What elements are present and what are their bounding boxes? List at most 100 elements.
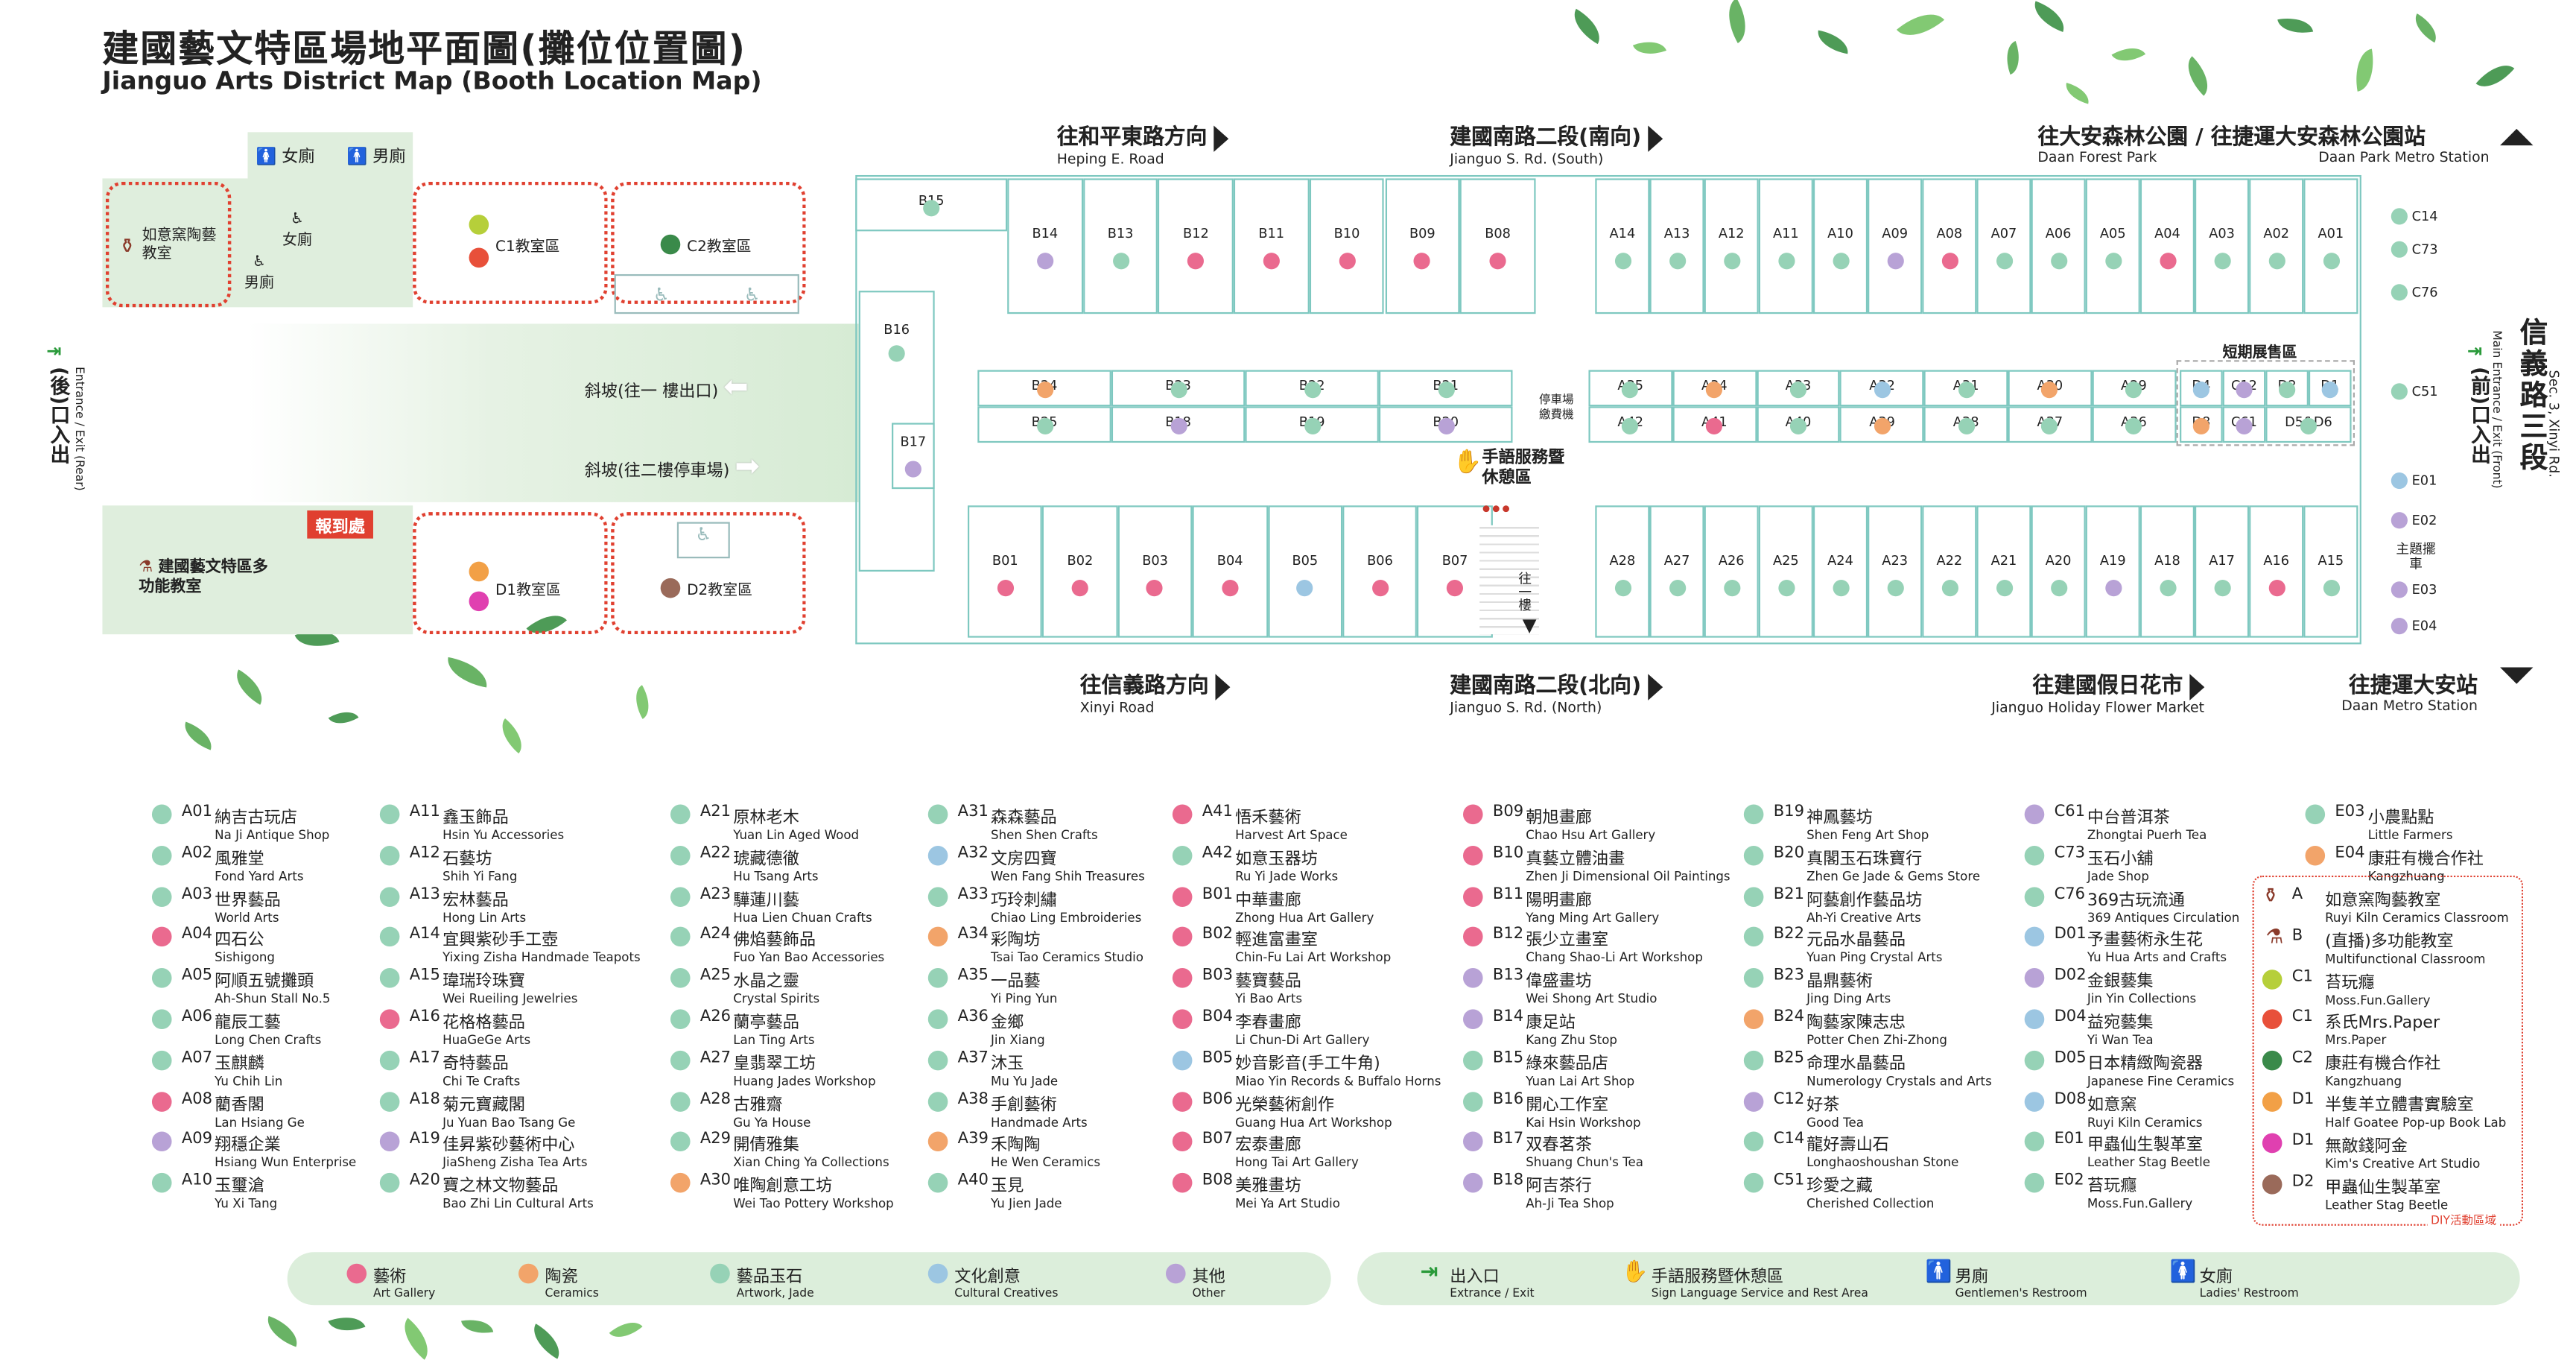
booth-a24[interactable]: A24 [1812,505,1868,638]
booth-b01[interactable]: B01 [967,505,1043,638]
booth-b15[interactable]: B15 [855,178,1008,232]
booth-b10[interactable]: B10 [1309,178,1385,314]
booth-b04[interactable]: B04 [1192,505,1268,638]
booth-a29[interactable]: A29 [2092,370,2176,407]
booth-c51[interactable]: C51 [2391,383,2438,400]
booth-e01[interactable]: E01 [2391,472,2437,490]
booth-b09[interactable]: B09 [1384,178,1460,314]
booth-b18[interactable]: B18 [1111,406,1246,443]
booth-dot [1437,417,1454,434]
booth-e02[interactable]: E02 [2391,512,2437,529]
booth-a18[interactable]: A18 [2139,505,2195,638]
booth-a22[interactable]: A22 [1922,505,1977,638]
booth-b20[interactable]: B20 [1378,406,1513,443]
booth-a31[interactable]: A31 [1923,370,2008,407]
legend-dot [1743,1132,1764,1152]
booth-a08[interactable]: A08 [1922,178,1977,314]
legend-dot [151,1091,172,1111]
booth-b14[interactable]: B14 [1007,178,1083,314]
booth-a35[interactable]: A35 [1588,370,1673,407]
booth-a37[interactable]: A37 [2008,406,2093,443]
booth-b17[interactable]: B17 [892,423,935,490]
booth-a23[interactable]: A23 [1868,505,1923,638]
booth-a20[interactable]: A20 [2031,505,2086,638]
legend-dot [927,1173,948,1193]
booth-b11[interactable]: B11 [1234,178,1310,314]
booth-a30[interactable]: A30 [2008,370,2093,407]
booth-b19[interactable]: B19 [1245,406,1379,443]
booth-a06[interactable]: A06 [2031,178,2086,314]
booth-b03[interactable]: B03 [1117,505,1193,638]
ramp-to-1f: 斜坡(往一 樓出口) ⬅ [584,370,749,405]
booth-a34[interactable]: A34 [1672,370,1757,407]
booth-a01[interactable]: A01 [2303,178,2358,314]
booth-a11[interactable]: A11 [1758,178,1813,314]
booth-d2[interactable]: D2 [2265,370,2309,407]
booth-a26[interactable]: A26 [1704,505,1759,638]
booth-a42[interactable]: A42 [1588,406,1673,443]
booth-b13[interactable]: B13 [1082,178,1158,314]
legend-dot [927,968,948,989]
booth-b12[interactable]: B12 [1158,178,1234,314]
booth-c73[interactable]: C73 [2391,241,2438,258]
booth-a27[interactable]: A27 [1649,505,1704,638]
booth-e04[interactable]: E04 [2391,618,2437,635]
booth-a05[interactable]: A05 [2085,178,2140,314]
booth-a33[interactable]: A33 [1756,370,1841,407]
leaf-icon [1718,0,1757,43]
d2-dot [660,578,681,598]
booth-b23[interactable]: B23 [1111,370,1246,407]
booth-a41[interactable]: A41 [1672,406,1757,443]
rear-entrance-label: (後)口入出 [48,367,72,464]
booth-c14[interactable]: C14 [2391,208,2438,225]
booth-b06[interactable]: B06 [1342,505,1418,638]
booth-a25[interactable]: A25 [1758,505,1813,638]
booth-dot [1777,580,1795,597]
booth-c61[interactable]: C61 [2222,406,2266,443]
booth-d5-d6[interactable]: D5&D6 [2265,406,2352,443]
booth-c12[interactable]: C12 [2222,370,2266,407]
booth-a28[interactable]: A28 [1595,505,1650,638]
legend-dot [1462,1009,1483,1030]
booth-d8[interactable]: D8 [2180,406,2223,443]
booth-a39[interactable]: A39 [1840,406,1924,443]
booth-a03[interactable]: A03 [2194,178,2250,314]
booth-a02[interactable]: A02 [2249,178,2304,314]
booth-e03[interactable]: E03 [2391,581,2437,598]
booth-b24[interactable]: B24 [977,370,1111,407]
booth-a32[interactable]: A32 [1840,370,1924,407]
booth-a04[interactable]: A04 [2139,178,2195,314]
booth-c76[interactable]: C76 [2391,284,2438,301]
booth-a15[interactable]: A15 [2303,505,2358,638]
booth-d1[interactable]: D1 [2308,370,2352,407]
booth-a14[interactable]: A14 [1595,178,1650,314]
booth-a16[interactable]: A16 [2249,505,2304,638]
booth-a07[interactable]: A07 [1976,178,2031,314]
booth-label: A15 [2318,553,2344,569]
booth-a10[interactable]: A10 [1812,178,1868,314]
booth-b21[interactable]: B21 [1378,370,1513,407]
booth-b08[interactable]: B08 [1459,178,1536,314]
legend-dot [1462,886,1483,907]
booth-a38[interactable]: A38 [1923,406,2008,443]
booth-d4[interactable]: D4 [2180,370,2223,407]
booth-a13[interactable]: A13 [1649,178,1704,314]
booth-a19[interactable]: A19 [2085,505,2140,638]
wheelchair-icon: ♿ [676,522,730,559]
booth-a17[interactable]: A17 [2194,505,2250,638]
booth-b05[interactable]: B05 [1267,505,1343,638]
booth-a21[interactable]: A21 [1976,505,2031,638]
booth-a36[interactable]: A36 [2092,406,2176,443]
booth-a09[interactable]: A09 [1868,178,1923,314]
booth-b02[interactable]: B02 [1042,505,1118,638]
booth-a12[interactable]: A12 [1704,178,1759,314]
leaf-icon [2028,1,2070,33]
booth-b22[interactable]: B22 [1245,370,1379,407]
booth-a40[interactable]: A40 [1756,406,1841,443]
booth-b25[interactable]: B25 [977,406,1111,443]
map-title-en: Jianguo Arts District Map (Booth Locatio… [102,66,762,96]
booth-label: E02 [2411,513,2437,528]
